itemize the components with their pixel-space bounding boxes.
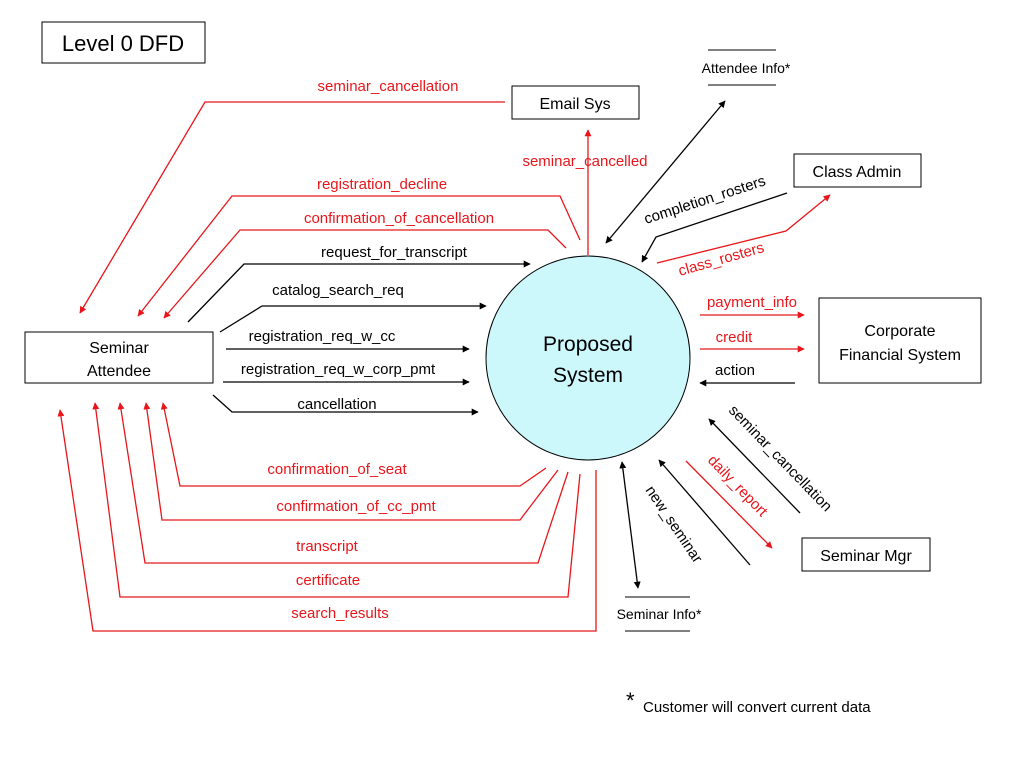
flow-certificate: certificate [92, 402, 581, 598]
title-box: Level 0 DFD [41, 21, 206, 64]
flow-registration-req-w-cc: registration_req_w_cc [226, 328, 470, 353]
entity-corporate-financial-system: Corporate Financial System [818, 297, 982, 384]
datastore-seminar-info: Seminar Info* [617, 596, 702, 632]
flow-catalog-search-req: catalog_search_req [219, 282, 487, 333]
flow-transcript: transcript [117, 402, 569, 564]
entity-label-line1: Corporate [864, 323, 935, 340]
flow-label: confirmation_of_seat [267, 461, 407, 478]
flow-search-results: search_results [57, 409, 597, 632]
flow-label: catalog_search_req [272, 282, 404, 299]
flow-seminar-cancelled: seminar_cancelled [522, 129, 648, 255]
flow-label: confirmation_of_cancellation [304, 210, 494, 227]
flow-seminar-info-store [619, 461, 641, 589]
flow-label: transcript [296, 538, 359, 555]
page-title: Level 0 DFD [62, 31, 184, 56]
flow-label: registration_req_w_cc [249, 328, 396, 345]
flow-label: seminar_cancelled [522, 153, 647, 170]
datastore-label: Attendee Info* [702, 60, 791, 76]
flow-credit: credit [700, 329, 805, 353]
flow-confirmation-of-cancellation: confirmation_of_cancellation [163, 210, 567, 319]
flow-cancellation: cancellation [212, 394, 479, 416]
process-label-line1: Proposed [543, 333, 633, 356]
flow-label: cancellation [297, 396, 376, 413]
flow-label: credit [716, 329, 754, 346]
entity-label-line2: Financial System [839, 347, 961, 364]
footnote-star: * [626, 688, 635, 713]
flow-seminar-cancellation-to-attendee: seminar_cancellation [79, 78, 505, 314]
flow-label: confirmation_of_cc_pmt [276, 498, 436, 515]
entity-label-line2: Attendee [87, 363, 151, 380]
entity-email-sys: Email Sys [511, 85, 640, 120]
datastore-label: Seminar Info* [617, 606, 702, 622]
flow-label: request_for_transcript [321, 244, 468, 261]
footnote-text: Customer will convert current data [643, 699, 871, 716]
flow-action: action [699, 362, 795, 387]
process-proposed-system: Proposed System [485, 255, 691, 461]
flow-attendee-info-store [605, 100, 726, 244]
entity-label-line1: Seminar [89, 340, 149, 357]
flow-registration-decline: registration_decline [137, 176, 581, 317]
flow-label: registration_req_w_corp_pmt [241, 361, 436, 378]
flow-label: new_seminar [642, 483, 706, 566]
flow-label: search_results [291, 605, 389, 622]
flow-label: completion_rosters [642, 172, 768, 227]
entity-seminar-mgr: Seminar Mgr [801, 537, 931, 572]
footnote: * Customer will convert current data [626, 688, 871, 716]
flow-label: registration_decline [317, 176, 447, 193]
entity-label: Class Admin [813, 164, 902, 181]
process-label-line2: System [553, 364, 623, 387]
flow-label: seminar_cancellation [318, 78, 459, 95]
entity-label: Seminar Mgr [820, 548, 912, 565]
datastore-attendee-info: Attendee Info* [702, 49, 791, 86]
flow-label: action [715, 362, 755, 379]
flow-confirmation-of-seat: confirmation_of_seat [160, 402, 547, 487]
flow-label: certificate [296, 572, 360, 589]
flow-request-for-transcript: request_for_transcript [187, 244, 531, 323]
flow-label: daily_report [704, 452, 771, 521]
flow-daily-report: daily_report [685, 452, 773, 549]
flow-label: class_rosters [676, 239, 766, 280]
flow-payment-info: payment_info [700, 294, 805, 319]
entity-class-admin: Class Admin [793, 153, 922, 188]
entity-label: Email Sys [539, 96, 610, 113]
flow-seminar-cancellation-from-mgr: seminar_cancellation [708, 402, 835, 515]
flow-registration-req-w-corp-pmt: registration_req_w_corp_pmt [223, 361, 470, 386]
entity-seminar-attendee: Seminar Attendee [24, 331, 214, 384]
flow-confirmation-of-cc-pmt: confirmation_of_cc_pmt [143, 402, 559, 521]
flow-label: payment_info [707, 294, 797, 311]
